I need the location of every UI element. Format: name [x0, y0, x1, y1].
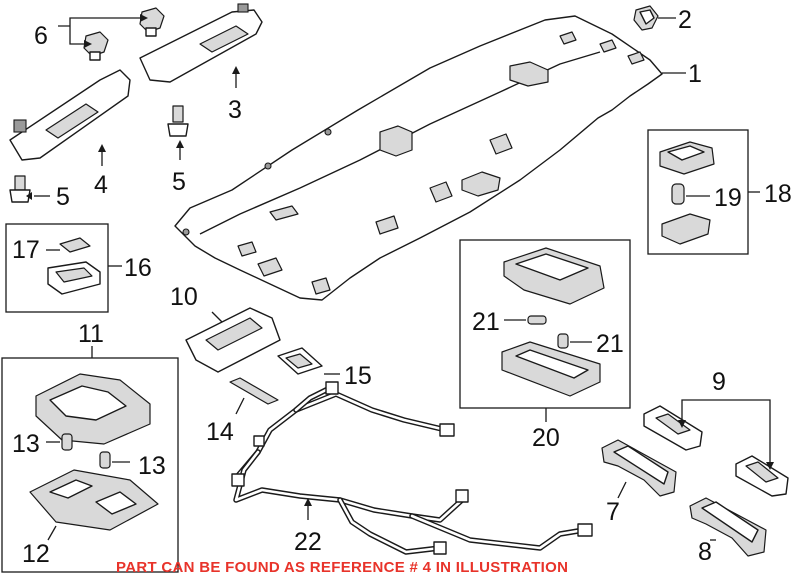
- callout-visor-holders: 6: [34, 22, 48, 50]
- dome-lamp-lens: [661, 213, 711, 245]
- callout-dome-bulb: 19: [714, 184, 742, 212]
- grab-handle-front: [601, 439, 677, 497]
- callout-map-bulb-left: 21: [472, 308, 500, 336]
- overhead-console-housing: [35, 373, 151, 445]
- callout-overhead-console-group: 11: [78, 320, 104, 348]
- screw-left: [9, 175, 31, 203]
- console-cover: [29, 469, 159, 531]
- console-bulb-left: [61, 433, 73, 451]
- cargo-lamp-housing: [47, 261, 101, 295]
- callout-headliner: 1: [688, 60, 702, 88]
- part-reference-notice: PART CAN BE FOUND AS REFERENCE # 4 IN IL…: [116, 559, 568, 576]
- callout-map-bulb-right: 21: [596, 330, 624, 358]
- callout-handle-brackets: 9: [712, 368, 726, 396]
- trim-strip: [229, 377, 279, 405]
- leader-14: [235, 397, 245, 415]
- callout-cargo-bulb: 17: [12, 236, 40, 264]
- sunvisor-left: [9, 69, 131, 161]
- grab-handle-rear: [689, 497, 767, 557]
- cargo-bulb: [59, 237, 91, 253]
- callout-bracket-15: 15: [344, 362, 372, 390]
- handle-bracket-front: [643, 405, 703, 451]
- callout-dome-lamp-group: 18: [764, 180, 792, 208]
- callout-grab-handle-front: 7: [606, 498, 620, 526]
- leader-7: [617, 481, 627, 499]
- wire-harness: [231, 381, 593, 555]
- dome-bulb: [671, 183, 685, 205]
- callout-wire-harness: 22: [294, 528, 322, 556]
- leader-12: [47, 525, 57, 541]
- screw-right: [167, 105, 189, 137]
- console-bezel: [185, 307, 281, 373]
- handle-bracket-rear: [735, 455, 789, 497]
- callout-screw-left: 5: [56, 183, 70, 211]
- callout-screw-right: 5: [172, 168, 186, 196]
- callout-trim-strip: 14: [206, 418, 234, 446]
- map-lamp-box: [459, 239, 631, 409]
- map-lamp-lens: [501, 341, 601, 397]
- callout-console-bezel: 10: [170, 283, 198, 311]
- clip-part: [633, 5, 659, 31]
- overhead-console-box: [1, 357, 179, 573]
- callout-console-bulb-right: 13: [138, 452, 166, 480]
- dome-lamp-housing: [659, 141, 715, 175]
- leader-9: [681, 399, 771, 464]
- visor-holder-rear: [139, 7, 165, 37]
- sunvisor-right: [139, 3, 263, 83]
- callout-map-lamp-group: 20: [532, 424, 560, 452]
- map-bulb-right: [557, 333, 569, 349]
- callout-grab-handle-rear: 8: [698, 538, 712, 566]
- callout-sunvisor-left: 4: [94, 171, 108, 199]
- map-lamp-housing: [503, 247, 605, 305]
- callout-console-cover: 12: [22, 540, 50, 568]
- callout-clip: 2: [678, 6, 692, 34]
- callout-cargo-lamp-group: 16: [124, 254, 152, 282]
- leader-6: [58, 17, 140, 45]
- callout-sunvisor-right: 3: [228, 96, 242, 124]
- cargo-lamp-box: [5, 223, 109, 313]
- console-bulb-right: [99, 451, 111, 469]
- callout-console-bulb-left: 13: [12, 430, 40, 458]
- map-bulb-left: [527, 315, 547, 325]
- bracket-15: [277, 347, 323, 375]
- leader-10: [211, 311, 223, 323]
- headliner-part: [174, 15, 663, 301]
